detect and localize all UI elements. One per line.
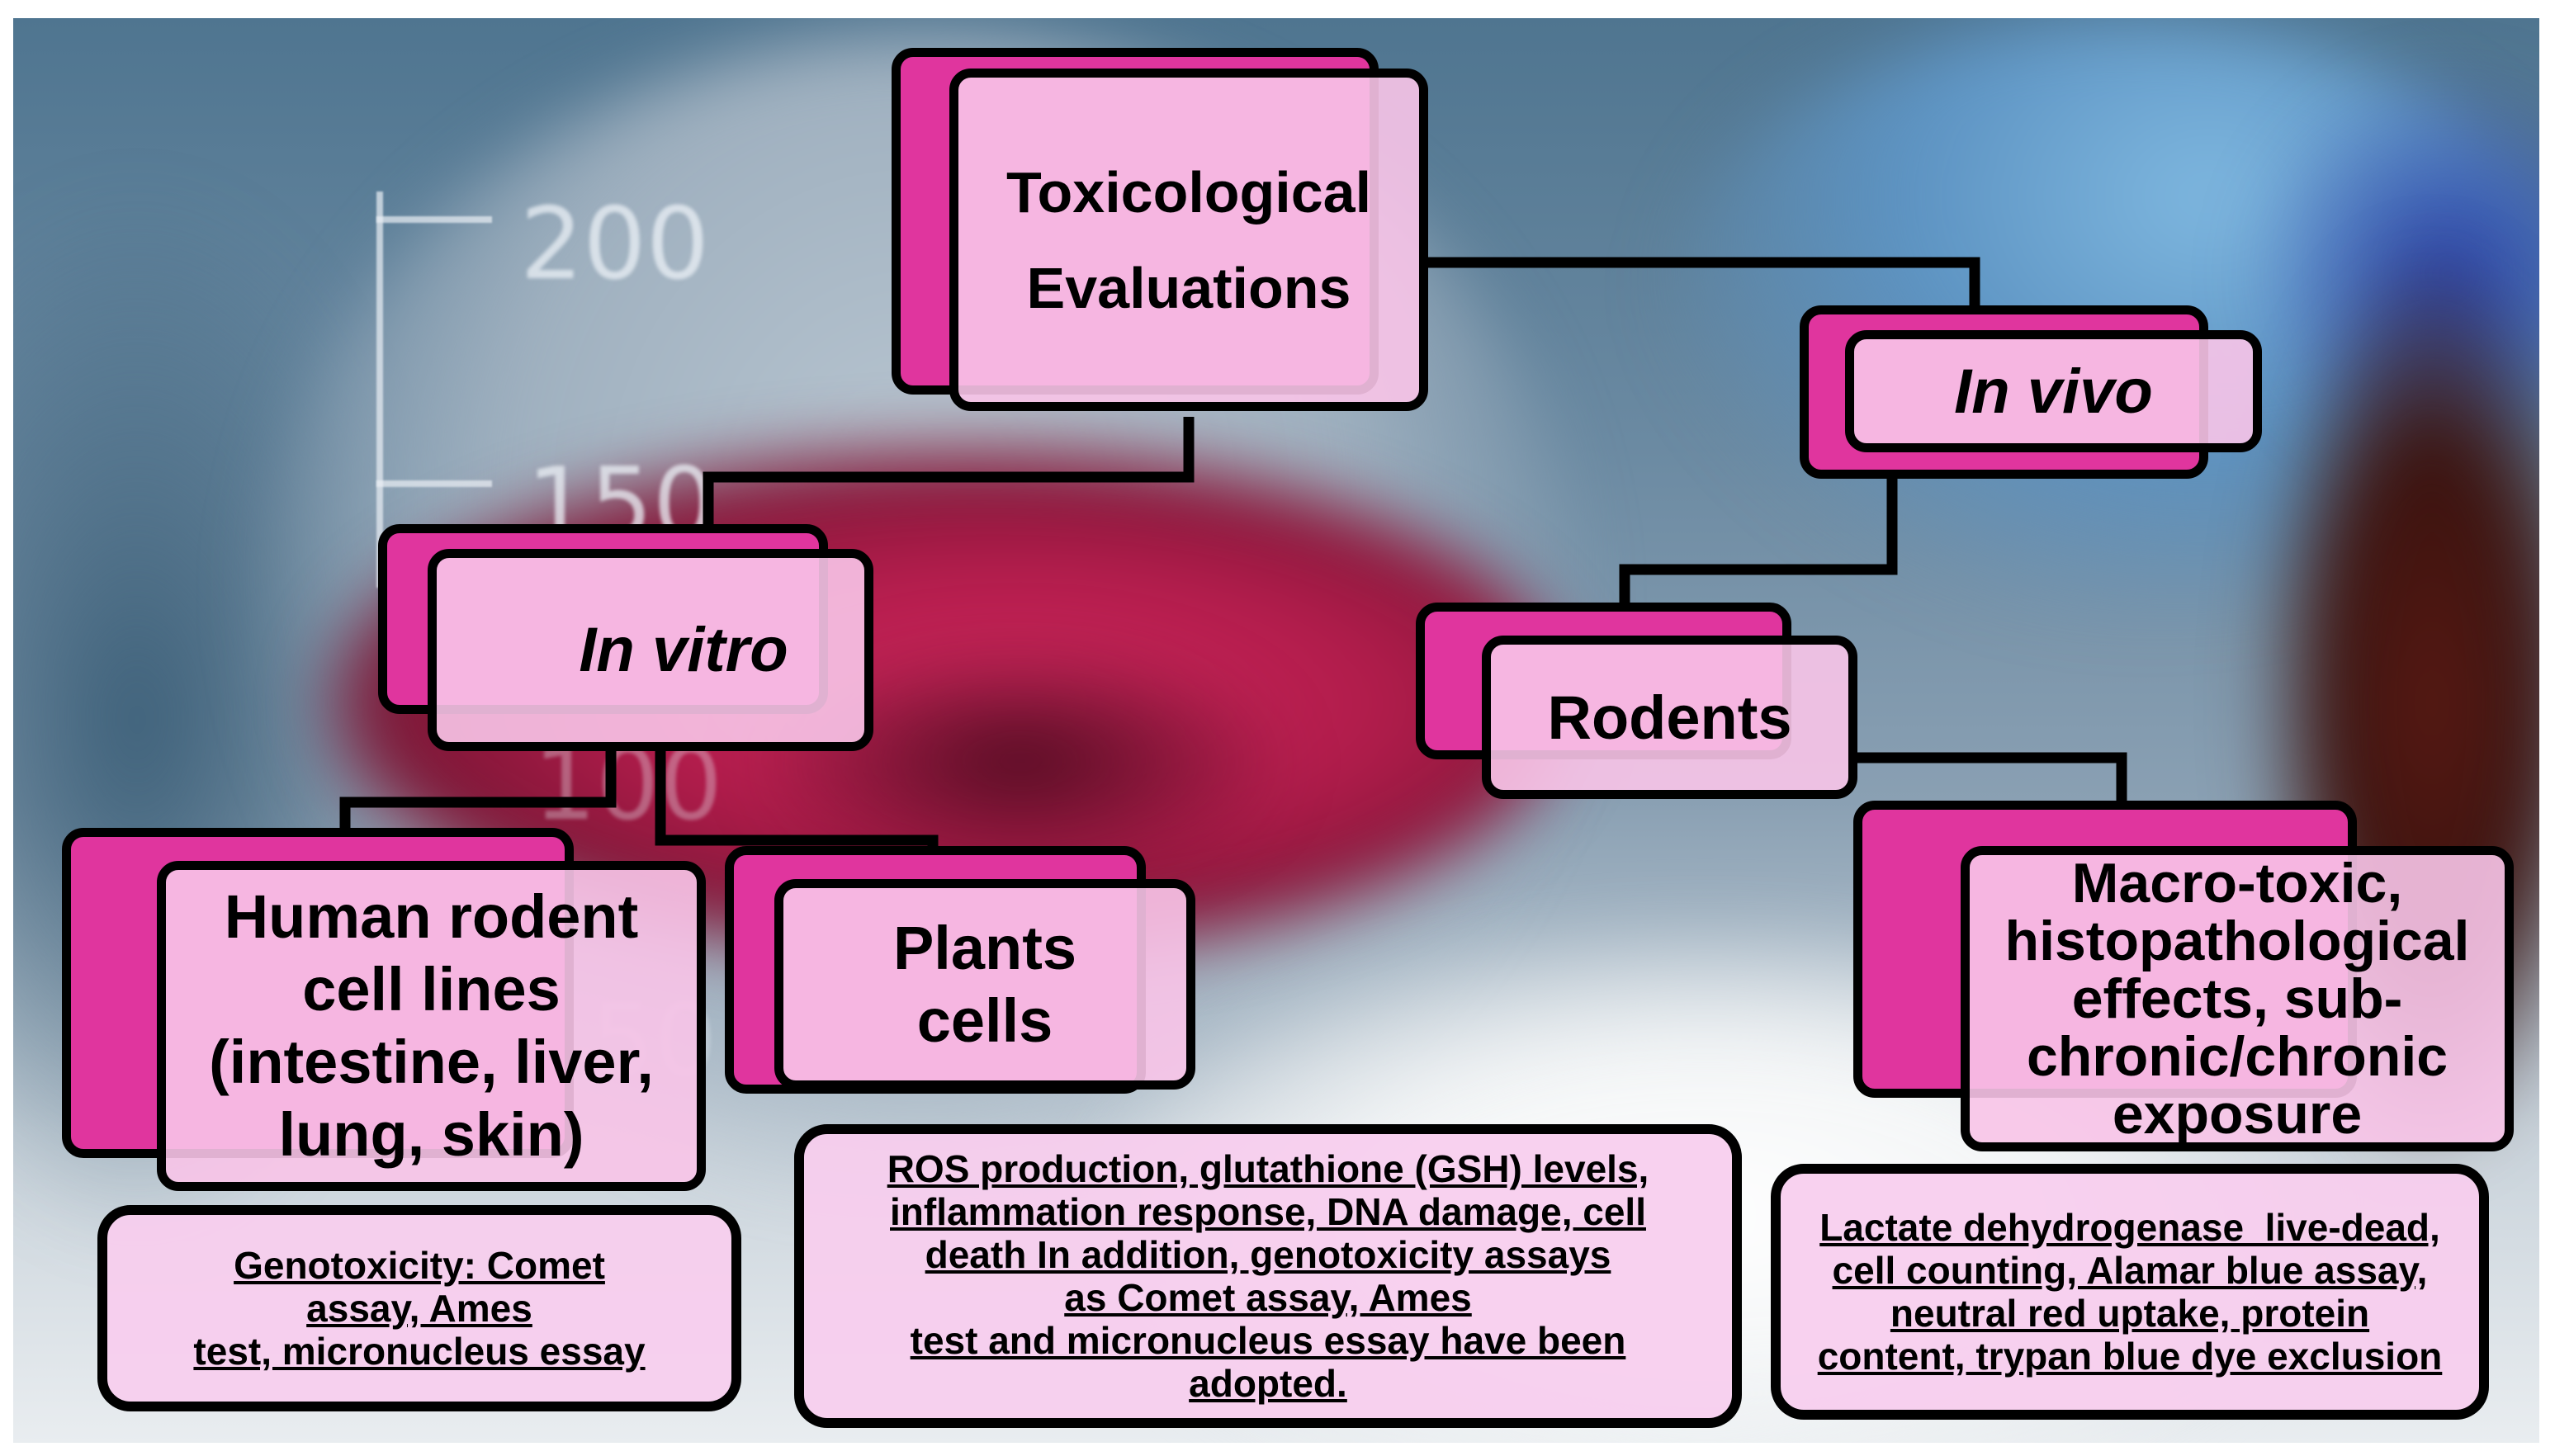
connector-root-invitro xyxy=(703,417,1195,537)
root-title-line-2: Evaluations xyxy=(1026,255,1351,320)
plants-assays-line-6: adopted. xyxy=(1189,1362,1347,1405)
connector-invitro-plants xyxy=(655,751,939,850)
plants-cells-assays-note: ROS production, glutathione (GSH) levels… xyxy=(794,1124,1742,1428)
rodent-effects-node: Macro-toxic, histopathological effects, … xyxy=(1853,801,2514,1151)
rodent-effects-line-1: Macro-toxic, xyxy=(2071,852,2403,915)
plants-cells-line-1: Plants xyxy=(892,913,1077,982)
connector-rodents-effects xyxy=(1853,752,2127,807)
human-assays-line-1: Genotoxicity: Comet xyxy=(234,1244,605,1287)
human-cell-lines-line-1: Human rodent xyxy=(224,882,639,951)
rodent-effects-line-2: histopathological xyxy=(2004,910,2470,972)
human-cell-lines-line-4: lung, skin) xyxy=(278,1100,584,1169)
connector-root-invivo xyxy=(1428,257,1980,310)
rodent-effects-line-3: effects, sub- xyxy=(2071,967,2403,1030)
plants-assays-line-1: ROS production, glutathione (GSH) levels… xyxy=(887,1147,1649,1190)
in-vivo-node: In vivo xyxy=(1800,305,2262,479)
rodent-assays-line-2: cell counting, Alamar blue assay, xyxy=(1832,1249,2428,1292)
root-node: Toxicological Evaluations xyxy=(892,48,1428,411)
rodent-assays-line-1: Lactate dehydrogenase live-dead, xyxy=(1819,1206,2440,1249)
plants-assays-line-4: as Comet assay, Ames xyxy=(1064,1276,1472,1319)
human-assays-line-3: test, micronucleus essay xyxy=(193,1330,646,1373)
rodent-effects-line-5: exposure xyxy=(2112,1083,2363,1146)
connector-invitro-human xyxy=(339,751,617,834)
plants-assays-line-5: test and micronucleus essay have been xyxy=(910,1319,1626,1362)
human-cell-lines-node: Human rodent cell lines (intestine, live… xyxy=(62,828,706,1191)
human-cell-lines-line-2: cell lines xyxy=(302,955,561,1023)
rodent-effects-line-4: chronic/chronic xyxy=(2026,1025,2449,1088)
rodent-assays-line-4: content, trypan blue dye exclusion xyxy=(1817,1335,2443,1378)
in-vitro-node: In vitro xyxy=(378,524,873,751)
human-assays-line-2: assay, Ames xyxy=(306,1287,532,1330)
in-vivo-label: In vivo xyxy=(1954,356,2153,427)
plants-assays-line-3: death In addition, genotoxicity assays xyxy=(925,1233,1611,1276)
plants-cells-node: Plants cells xyxy=(725,846,1195,1094)
root-title-line-1: Toxicological xyxy=(1005,159,1372,225)
rodent-assays-line-3: neutral red uptake, protein xyxy=(1890,1292,2370,1335)
plants-assays-line-2: inflammation response, DNA damage, cell xyxy=(890,1190,1646,1233)
human-cell-lines-assays-note: Genotoxicity: Comet assay, Ames test, mi… xyxy=(97,1205,741,1411)
rodents-label: Rodents xyxy=(1547,683,1792,752)
plants-cells-line-2: cells xyxy=(916,986,1053,1055)
connector-invivo-rodents xyxy=(1619,479,1898,611)
rodent-effects-assays-note: Lactate dehydrogenase live-dead, cell co… xyxy=(1771,1164,2489,1420)
rodents-node: Rodents xyxy=(1416,603,1862,799)
human-cell-lines-line-3: (intestine, liver, xyxy=(209,1028,654,1096)
scale-mark-200: 200 xyxy=(520,187,710,302)
in-vitro-label: In vitro xyxy=(579,615,788,685)
